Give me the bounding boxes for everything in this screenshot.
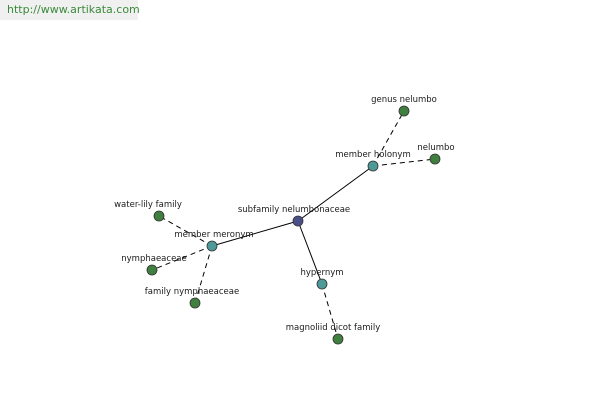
nodes-layer — [146, 105, 441, 345]
edge-meronym-family-nymphaeaceae — [194, 245, 213, 304]
url-link[interactable]: http://www.artikata.com — [7, 3, 140, 16]
edge-root-hypernym — [297, 220, 323, 285]
node-label-holonym[interactable]: member holonym — [335, 150, 410, 160]
node-label-nymphaeaceae[interactable]: nymphaeaceae — [121, 254, 186, 264]
edge-holonym-genus-nelumbo — [372, 110, 405, 167]
url-banner[interactable]: http://www.artikata.com — [0, 0, 140, 20]
node-label-nelumbo[interactable]: nelumbo — [417, 143, 454, 153]
edge-root-holonym — [297, 165, 374, 222]
node-label-magnoliid-dicot-family[interactable]: magnoliid dicot family — [286, 323, 381, 333]
node-label-root[interactable]: subfamily nelumbonaceae — [238, 205, 350, 215]
node-family-nymphaeaceae[interactable] — [189, 297, 201, 309]
node-label-genus-nelumbo[interactable]: genus nelumbo — [371, 95, 437, 105]
node-holonym[interactable] — [367, 160, 379, 172]
edge-holonym-nelumbo — [372, 158, 436, 167]
node-label-meronym[interactable]: member meronym — [174, 230, 253, 240]
edge-hypernym-magnoliid-dicot-family — [321, 283, 339, 340]
edge-meronym-nymphaeaceae — [151, 245, 213, 271]
edge-meronym-water-lily-family — [158, 215, 213, 247]
labels-layer: subfamily nelumbonaceae member holonym mem… — [114, 95, 455, 333]
edges-layer — [151, 110, 436, 340]
node-water-lily-family[interactable] — [153, 210, 165, 222]
node-hypernym[interactable] — [316, 278, 328, 290]
node-meronym[interactable] — [206, 240, 218, 252]
node-genus-nelumbo[interactable] — [398, 105, 410, 117]
node-magnoliid-dicot-family[interactable] — [332, 333, 344, 345]
node-label-family-nymphaeaceae[interactable]: family nymphaeaceae — [145, 287, 239, 297]
node-nymphaeaceae[interactable] — [146, 264, 158, 276]
node-label-water-lily-family[interactable]: water-lily family — [114, 200, 182, 210]
node-root[interactable] — [292, 215, 304, 227]
node-label-hypernym[interactable]: hypernym — [300, 268, 343, 278]
node-nelumbo[interactable] — [429, 153, 441, 165]
edge-root-meronym — [211, 220, 299, 247]
